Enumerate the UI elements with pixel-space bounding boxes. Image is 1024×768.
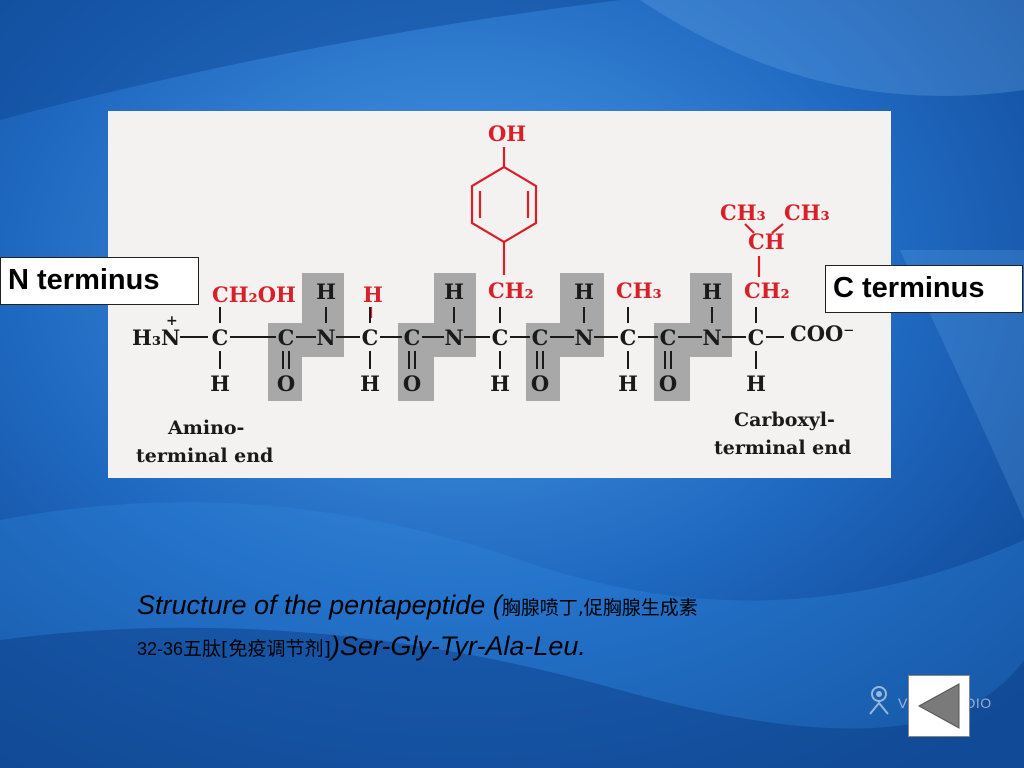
- alpha-h-bottom-0: H: [210, 371, 230, 396]
- leu-ch: CH: [748, 229, 785, 254]
- amide-h-2: H: [574, 279, 594, 304]
- backbone-atom-4: C: [404, 325, 421, 350]
- backbone-atom-3: C: [362, 325, 379, 350]
- leu-ch3-right: CH₃: [784, 200, 830, 225]
- alpha-h-bottom-3: H: [618, 371, 638, 396]
- backbone-atom-0: C: [212, 325, 229, 350]
- carboxyl-label-1: Carboxyl-: [734, 409, 835, 431]
- backbone-atom-1: C: [278, 325, 295, 350]
- h3n-group: H₃N: [132, 325, 180, 350]
- n-terminus-label: N terminus: [0, 257, 199, 305]
- amide-h-1: H: [444, 279, 464, 304]
- amino-label-1: Amino-: [167, 417, 244, 439]
- caption-number: 32-36: [137, 639, 184, 659]
- backbone-atom-11: N: [702, 325, 721, 350]
- carbonyl-o-1: O: [403, 371, 421, 396]
- alpha-h-bottom-1: H: [360, 371, 380, 396]
- carboxyl-label-2: terminal end: [714, 437, 851, 459]
- c-terminus-label: C terminus: [825, 265, 1023, 313]
- ser-ch2oh: CH₂OH: [212, 282, 296, 307]
- caption-cjk-2: 五肽[免疫调节剂]: [183, 638, 331, 660]
- leu-ch3-left: CH₃: [720, 200, 766, 225]
- alpha-h-bottom-4: H: [746, 371, 766, 396]
- backbone-atom-5: N: [444, 325, 463, 350]
- carbonyl-o-2: O: [531, 371, 549, 396]
- backbone-bonds: [180, 307, 784, 369]
- previous-slide-button[interactable]: [908, 675, 970, 737]
- pentapeptide-structure-diagram: OH CH₂OH H CH₂ CH₃ CH₂ CH CH₃ CH₃ H₃N + …: [108, 111, 891, 478]
- tyr-oh: OH: [488, 121, 526, 146]
- carbonyl-o-0: O: [277, 371, 295, 396]
- slide-caption: Structure of the pentapeptide (胸腺喷丁,促胸腺生…: [137, 586, 897, 668]
- backbone: H₃N + COO⁻: [132, 313, 854, 350]
- backbone-atom-9: C: [620, 325, 637, 350]
- backbone-atom-6: C: [492, 325, 509, 350]
- end-labels: Amino- terminal end Carboxyl- terminal e…: [136, 409, 851, 467]
- backbone-atom-7: C: [532, 325, 549, 350]
- watermark-logo-icon: [869, 686, 889, 715]
- amide-h-3: H: [702, 279, 722, 304]
- leu-ch2: CH₂: [744, 278, 790, 303]
- backbone-atom-10: C: [660, 325, 677, 350]
- amino-label-2: terminal end: [136, 445, 273, 467]
- carbonyl-o-3: O: [659, 371, 677, 396]
- plus-charge: +: [166, 313, 178, 329]
- backbone-atom-2: N: [316, 325, 335, 350]
- alpha-h-bottom-2: H: [490, 371, 510, 396]
- side-chain-labels: OH CH₂OH H CH₂ CH₃ CH₂ CH CH₃ CH₃: [212, 121, 830, 307]
- gly-h: H: [363, 282, 383, 307]
- side-chain-bonds: [369, 147, 784, 318]
- back-arrow-icon: [917, 683, 960, 729]
- tyr-ch2: CH₂: [488, 278, 534, 303]
- figure-background: [108, 111, 891, 478]
- coo-group: COO⁻: [790, 321, 854, 346]
- caption-cjk-1: 胸腺喷丁,促胸腺生成素: [501, 597, 698, 619]
- backbone-atom-8: N: [574, 325, 593, 350]
- caption-text-1: Structure of the pentapeptide (: [137, 590, 502, 620]
- amide-h-0: H: [316, 279, 336, 304]
- ala-ch3: CH₃: [616, 278, 662, 303]
- backbone-atom-12: C: [748, 325, 765, 350]
- caption-text-2: )Ser-Gly-Tyr-Ala-Leu.: [330, 631, 586, 661]
